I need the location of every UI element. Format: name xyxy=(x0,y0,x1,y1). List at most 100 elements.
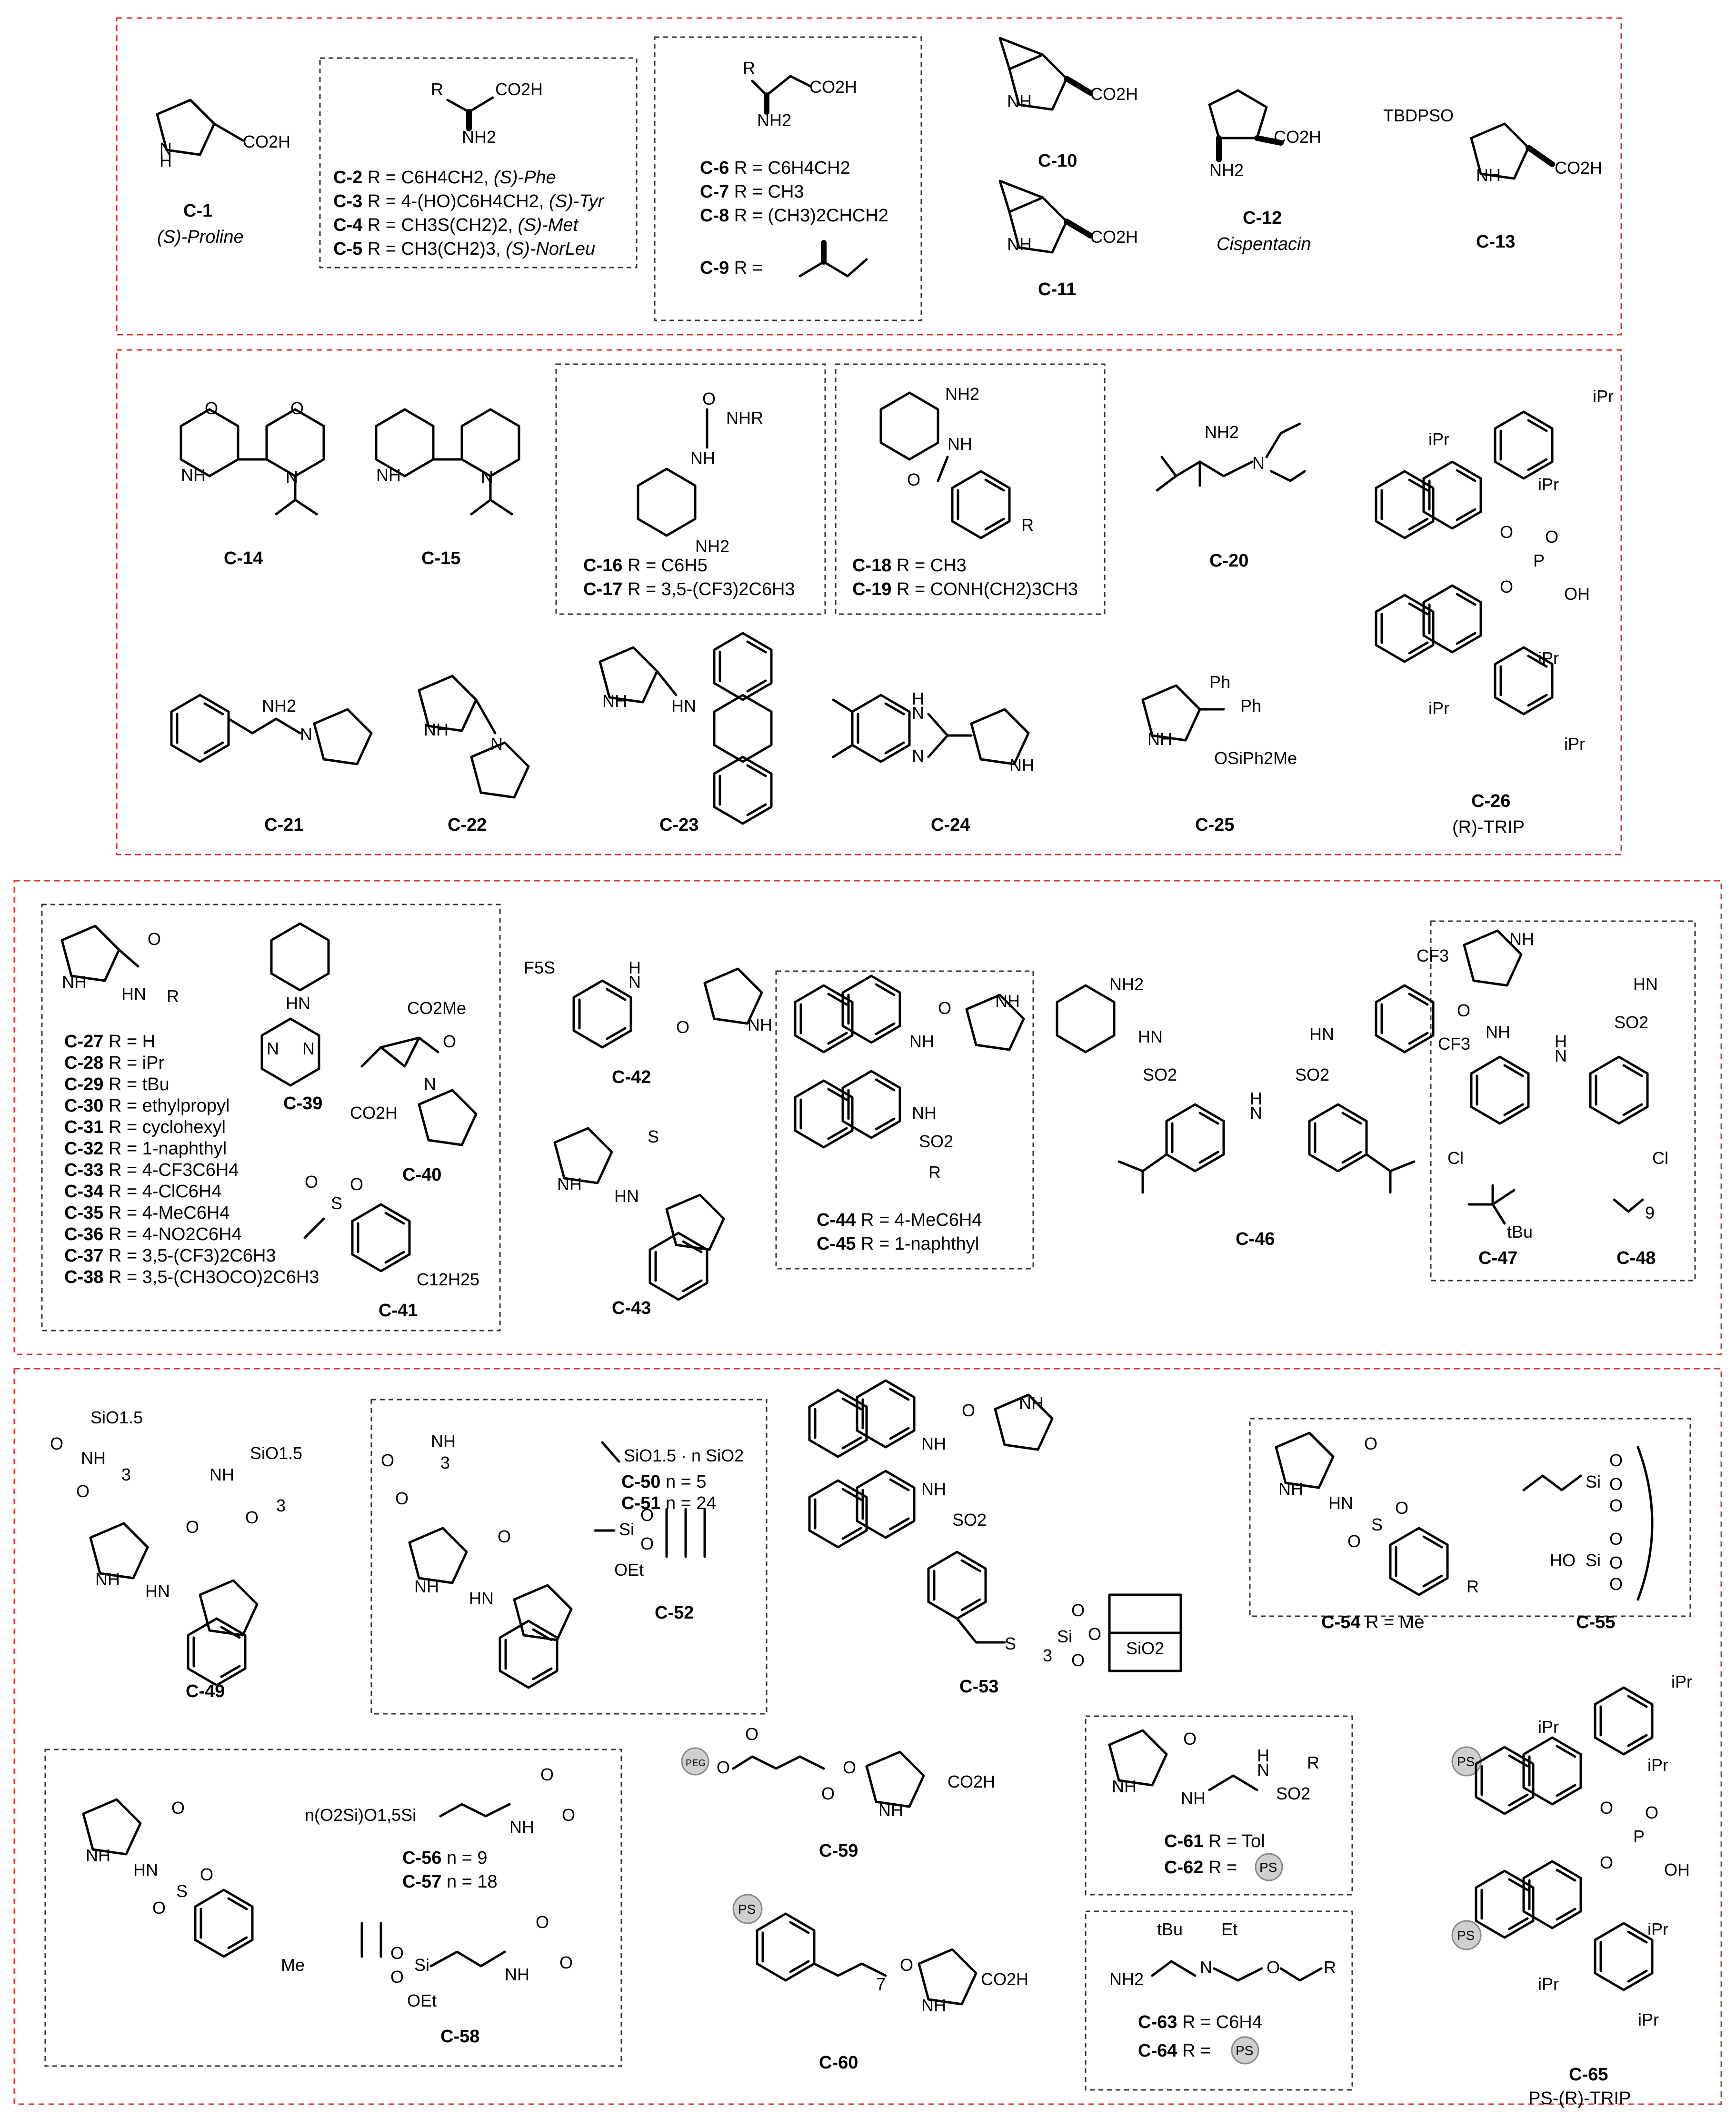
svg-text:N: N xyxy=(1250,1103,1262,1123)
svg-text:C-4 R = CH3S(CH2)2, (S)-Met: C-4 R = CH3S(CH2)2, (S)-Met xyxy=(333,215,579,235)
group-box-c47-c48 xyxy=(1430,920,1696,1282)
svg-text:C-34 R = 4-ClC6H4: C-34 R = 4-ClC6H4 xyxy=(64,1182,222,1202)
structure-c59: PEG O O O O NH CO2H xyxy=(681,1724,995,1820)
list-c6-c9: C-6 R = C6H4CH2 C-7 R = CH3 C-8 R = (CH3… xyxy=(700,158,888,278)
svg-text:NH: NH xyxy=(557,1174,582,1194)
group-box-c16-c17 xyxy=(555,363,826,615)
svg-text:O: O xyxy=(1500,522,1513,542)
svg-text:C-7 R = CH3: C-7 R = CH3 xyxy=(700,182,804,202)
svg-text:NH: NH xyxy=(690,448,715,468)
svg-text:O: O xyxy=(938,998,951,1018)
svg-text:S: S xyxy=(1005,1634,1016,1653)
svg-text:O: O xyxy=(843,1758,856,1777)
svg-text:Me: Me xyxy=(281,1955,305,1975)
svg-text:O: O xyxy=(640,1534,654,1553)
section-frame-3 xyxy=(13,880,1722,1355)
svg-text:C-8 R = (CH3)2CHCH2: C-8 R = (CH3)2CHCH2 xyxy=(700,206,888,226)
svg-text:NH: NH xyxy=(181,465,206,485)
label-c55: C-55 xyxy=(1576,1612,1615,1632)
svg-text:NH: NH xyxy=(1147,729,1172,749)
svg-text:SO2: SO2 xyxy=(919,1132,953,1151)
svg-text:Ph: Ph xyxy=(1240,696,1261,716)
structure-c11: CO2H NH xyxy=(998,179,1138,254)
svg-text:O: O xyxy=(50,1434,63,1453)
section-frame-4 xyxy=(13,1368,1722,2105)
svg-text:iPr: iPr xyxy=(1564,734,1585,754)
svg-text:NH: NH xyxy=(1509,929,1534,949)
svg-text:O: O xyxy=(1395,1498,1408,1518)
svg-text:NH: NH xyxy=(424,720,449,739)
svg-text:O: O xyxy=(1183,1729,1197,1749)
structure-c53: NH O NH NH SO2 S 3 Si O O O SiO2 xyxy=(809,1381,1182,1672)
svg-text:NH2: NH2 xyxy=(945,384,979,404)
svg-text:CO2Me: CO2Me xyxy=(407,998,466,1018)
svg-text:CO2H: CO2H xyxy=(948,1772,995,1791)
structure-c12: CO2H NH2 xyxy=(1208,89,1321,180)
list-c63: C-63 R = C6H4 xyxy=(1138,2012,1262,2032)
svg-text:HN: HN xyxy=(121,984,146,1004)
svg-text:O: O xyxy=(200,1865,213,1884)
label-c24: C-24 xyxy=(931,815,970,835)
svg-text:HN: HN xyxy=(1633,974,1658,994)
svg-text:NH: NH xyxy=(210,1465,234,1484)
svg-text:O: O xyxy=(1609,1496,1623,1515)
ps-bead-c64 xyxy=(1231,2036,1259,2065)
svg-text:PEG: PEG xyxy=(686,1758,706,1769)
svg-text:O: O xyxy=(152,1898,166,1918)
list-c51: C-51 n = 24 xyxy=(621,1493,717,1513)
structure-c47-c48: NH O NH H N SO2 HN Cl Cl tBu 9 xyxy=(1447,929,1668,1242)
list-c45: C-45 R = 1-naphthyl xyxy=(817,1234,979,1254)
svg-text:N: N xyxy=(629,972,641,992)
svg-text:NH2: NH2 xyxy=(1109,1969,1144,1989)
svg-text:O: O xyxy=(702,389,716,408)
section-frame-2 xyxy=(116,349,1622,855)
structure-c23: NH HN xyxy=(600,633,771,824)
label-c42: C-42 xyxy=(612,1067,651,1087)
svg-text:NH2: NH2 xyxy=(462,127,496,147)
svg-text:O: O xyxy=(443,1032,456,1051)
structure-c63-c64: tBu Et NH2 N O R xyxy=(1109,1919,1336,1989)
svg-text:O: O xyxy=(1609,1451,1623,1470)
svg-text:O: O xyxy=(1457,1001,1470,1020)
structure-c50-c52: 3 NH O O NH O HN SiO1.5 · n SiO2 Si O O … xyxy=(381,1431,744,1688)
group-box-c61-c62 xyxy=(1085,1715,1353,1896)
structure-c1: CO2H H N xyxy=(157,100,290,170)
label-c25: C-25 xyxy=(1195,815,1234,835)
svg-text:iPr: iPr xyxy=(1538,1974,1559,1994)
svg-text:H: H xyxy=(912,689,924,708)
svg-text:Si: Si xyxy=(619,1520,634,1539)
svg-text:NH: NH xyxy=(505,1965,529,1984)
svg-text:N: N xyxy=(302,1039,315,1058)
svg-text:R: R xyxy=(1324,1958,1336,1977)
svg-text:NH: NH xyxy=(1278,1479,1303,1499)
structure-c2-c5: R CO2H NH2 xyxy=(431,80,543,147)
svg-text:HN: HN xyxy=(671,696,696,716)
svg-text:NH: NH xyxy=(602,691,627,711)
svg-text:NH: NH xyxy=(414,1577,439,1596)
label-c12: C-12 xyxy=(1243,208,1282,228)
list-c57: C-57 n = 18 xyxy=(402,1872,498,1892)
svg-text:R: R xyxy=(743,58,755,78)
svg-text:Si: Si xyxy=(1057,1627,1072,1646)
svg-text:7: 7 xyxy=(876,1974,886,1994)
structure-c46: NH2 HN SO2 H N SO2 HN CF3 CF3 xyxy=(1057,946,1470,1194)
svg-text:C-36 R = 4-NO2C6H4: C-36 R = 4-NO2C6H4 xyxy=(64,1224,242,1244)
structure-c22: NH N xyxy=(419,676,529,797)
svg-text:H: H xyxy=(160,151,172,170)
structure-c27-c38: NH O HN R xyxy=(62,926,179,1006)
svg-text:HN: HN xyxy=(614,1186,639,1206)
svg-text:3: 3 xyxy=(276,1496,286,1515)
svg-text:iPr: iPr xyxy=(1647,1919,1668,1939)
svg-text:Ph: Ph xyxy=(1209,672,1230,692)
label-c52: C-52 xyxy=(655,1603,694,1623)
list-c16: C-16 R = C6H5 xyxy=(583,556,708,576)
svg-text:OH: OH xyxy=(1564,584,1590,604)
name-c1: (S)-Proline xyxy=(157,227,244,247)
svg-text:O: O xyxy=(1609,1553,1623,1572)
svg-text:C-30 R = ethylpropyl: C-30 R = ethylpropyl xyxy=(64,1096,229,1116)
svg-text:N: N xyxy=(1252,453,1265,473)
structure-c24: H N N NH xyxy=(832,689,1034,775)
svg-text:O: O xyxy=(1609,1474,1623,1494)
svg-text:CO2H: CO2H xyxy=(350,1103,398,1123)
structure-c16-c17: O NHR NH NH2 xyxy=(638,389,763,556)
